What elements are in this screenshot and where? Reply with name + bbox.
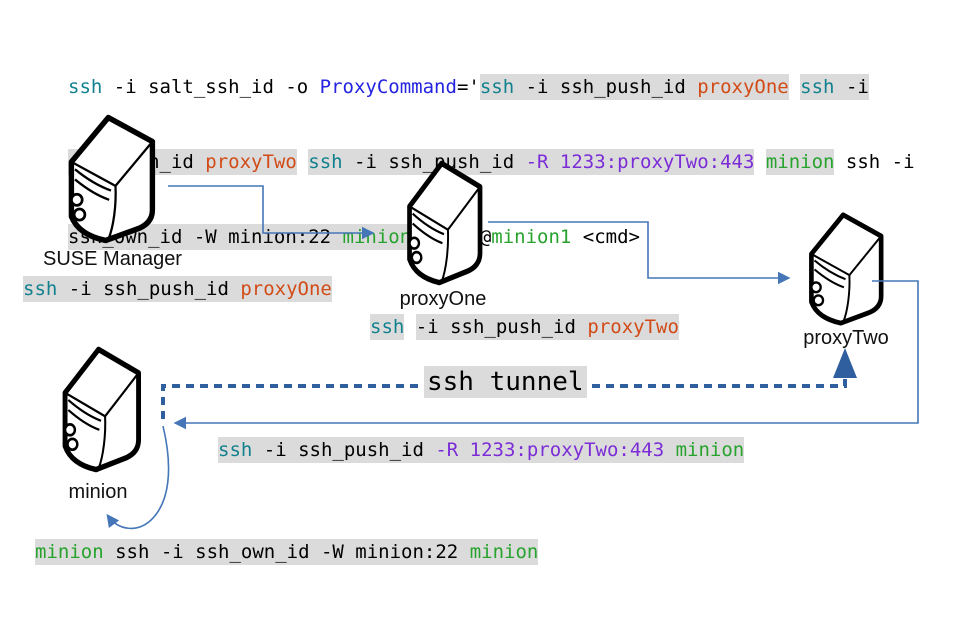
node-label-proxytwo: proxyTwo	[803, 327, 889, 349]
node-label-proxyone: proxyOne	[399, 288, 487, 310]
command-label-suse-to-proxyone: ssh -i ssh_push_id proxyOne	[23, 276, 332, 302]
server-icon-suse-manager	[57, 112, 165, 246]
code-line-3: ssh_own_id -W minion:22 minion' root@min…	[68, 224, 640, 250]
command-label-reverse-tunnel: ssh -i ssh_push_id -R 1233:proxyTwo:443 …	[218, 437, 745, 463]
code-line-2: ssh_push_id proxyTwo ssh -i ssh_push_id …	[68, 149, 915, 175]
command-label-proxyone-to-proxytwo: ssh -i ssh_push_id proxyTwo	[370, 314, 679, 340]
code-line-1: ssh -i salt_ssh_id -o ProxyCommand='ssh …	[68, 74, 869, 100]
node-label-suse-manager: SUSE Manager	[43, 248, 182, 270]
server-icon-proxytwo	[799, 210, 892, 328]
node-label-minion: minion	[68, 481, 128, 503]
ssh-tunnel-arrowhead	[833, 348, 857, 378]
command-label-minion-loopback: minion ssh -i ssh_own_id -W minion:22 mi…	[35, 539, 539, 565]
server-icon-minion	[52, 344, 150, 475]
server-icon-proxyone	[397, 158, 491, 288]
ssh-tunnel-label: ssh tunnel	[424, 366, 587, 398]
